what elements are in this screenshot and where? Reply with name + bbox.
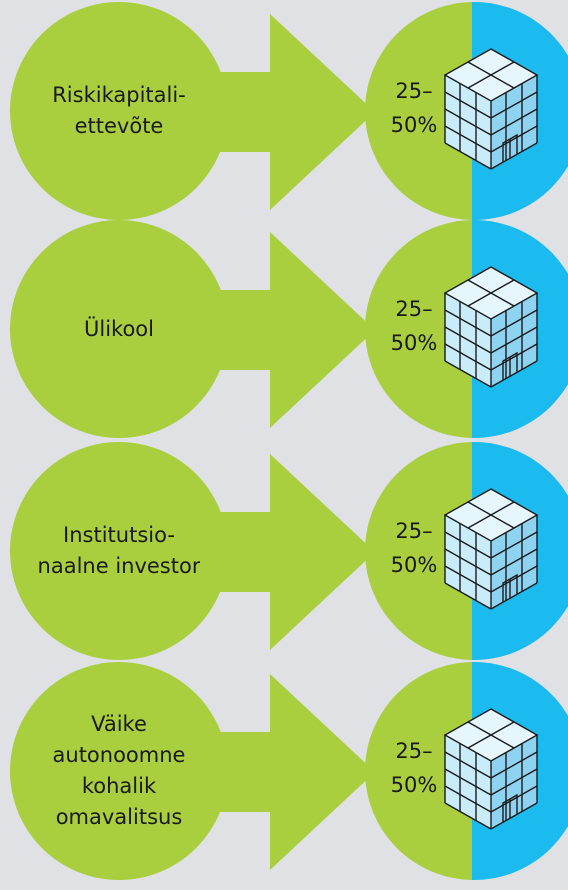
enterprise-circle: 25– 50% <box>365 2 568 220</box>
investor-label: Institutsio- naalne investor <box>37 523 201 578</box>
share-range-end: 50% <box>390 553 438 577</box>
office-building-icon <box>443 708 539 830</box>
enterprise-circle: 25– 50% <box>365 220 568 438</box>
investor-label: Ülikool <box>84 316 154 341</box>
arrow-right-icon <box>200 14 375 210</box>
investor-label: Riskikapitali- ettevõte <box>52 83 186 138</box>
arrow-right-icon <box>200 454 375 650</box>
ownership-row-4: Väike autonoomne kohalik omavalitsus 25–… <box>0 660 568 880</box>
investor-circle: Ülikool <box>10 220 228 438</box>
investor-circle: Institutsio- naalne investor <box>10 442 228 660</box>
office-building-icon <box>443 488 539 610</box>
ownership-share: 25– 50% <box>379 74 449 142</box>
share-range-start: 25– <box>395 297 433 321</box>
arrow-right-icon <box>200 232 375 428</box>
ownership-share: 25– 50% <box>379 514 449 582</box>
ownership-share: 25– 50% <box>379 292 449 360</box>
ownership-row-3: Institutsio- naalne investor 25– 50% <box>0 440 568 660</box>
office-building-icon <box>443 266 539 388</box>
investor-circle: Riskikapitali- ettevõte <box>10 2 228 220</box>
ownership-share: 25– 50% <box>379 734 449 802</box>
enterprise-circle: 25– 50% <box>365 662 568 880</box>
investor-circle: Väike autonoomne kohalik omavalitsus <box>10 662 228 880</box>
enterprise-circle: 25– 50% <box>365 442 568 660</box>
share-range-start: 25– <box>395 79 433 103</box>
office-building-icon <box>443 48 539 170</box>
ownership-row-2: Ülikool 25– 50% <box>0 218 568 438</box>
share-range-end: 50% <box>390 331 438 355</box>
investor-label: Väike autonoomne kohalik omavalitsus <box>52 712 186 829</box>
arrow-right-icon <box>200 674 375 870</box>
ownership-row-1: Riskikapitali- ettevõte 25– 50% <box>0 0 568 220</box>
share-range-start: 25– <box>395 739 433 763</box>
share-range-start: 25– <box>395 519 433 543</box>
share-range-end: 50% <box>390 773 438 797</box>
share-range-end: 50% <box>390 113 438 137</box>
